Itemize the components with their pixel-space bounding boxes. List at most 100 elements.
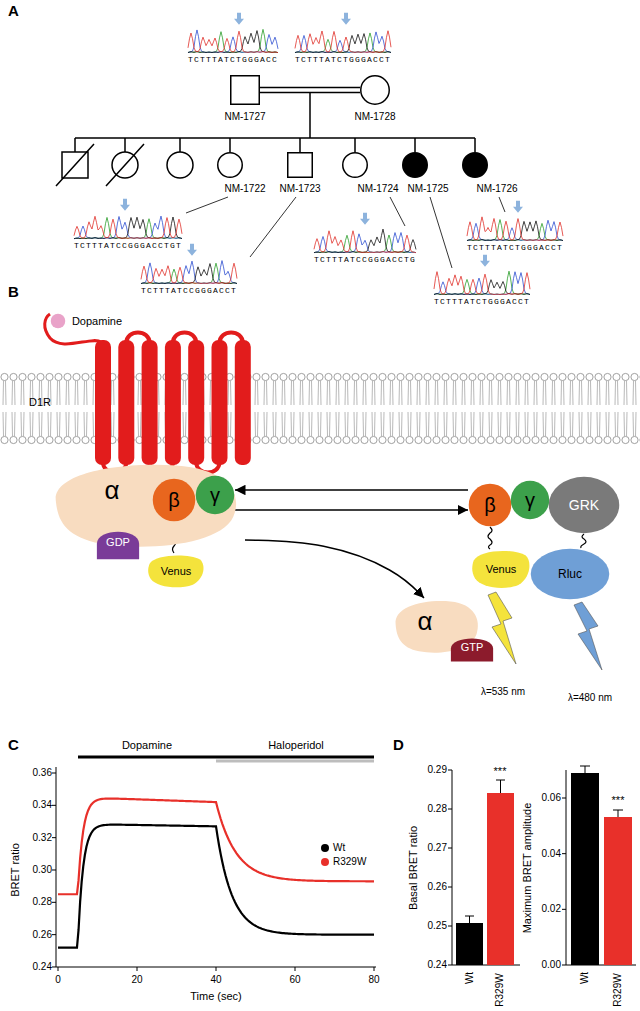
bret-trace-part bbox=[58, 799, 374, 895]
pedigree-lines bbox=[75, 93, 475, 153]
pedigree-unlabelled bbox=[56, 144, 193, 186]
axis-tick: 40 bbox=[210, 975, 221, 986]
receptor-d1r-shape-part-part bbox=[95, 340, 111, 465]
node-text: NM-1724 bbox=[357, 184, 398, 194]
axis-title: Maximum BRET amplitude bbox=[522, 803, 534, 934]
bar bbox=[456, 773, 632, 965]
receptor-d1r-shape-part-part bbox=[188, 340, 204, 465]
node-text: γ bbox=[525, 490, 535, 510]
error-bar-part bbox=[465, 916, 474, 923]
chromatogram-part bbox=[188, 31, 278, 52]
node-text: β bbox=[484, 495, 496, 515]
axis-tick: 0.26 bbox=[428, 882, 447, 893]
axis-tick: 0.28 bbox=[428, 804, 447, 815]
emission-bolt-part bbox=[574, 602, 602, 670]
pedigree-male-shape-part bbox=[231, 76, 260, 105]
axis-tick-mark-part bbox=[52, 805, 56, 806]
chromatogram-part bbox=[467, 220, 563, 241]
node-text: NM-1727 bbox=[224, 112, 265, 122]
chromatogram-part bbox=[314, 235, 416, 253]
pedigree-affected-female: NM-1726 bbox=[462, 152, 488, 178]
receptor-d1r: D1R bbox=[92, 335, 257, 470]
axis-tick-mark-part bbox=[295, 967, 296, 971]
pedigree-affected-female-shape bbox=[462, 152, 488, 178]
axis-tick: 0.32 bbox=[33, 832, 52, 843]
pedigree-female: NM-1724 bbox=[342, 152, 368, 178]
significance-mark: *** bbox=[494, 766, 507, 778]
bar-part bbox=[604, 817, 632, 965]
axis-tick-mark-part bbox=[448, 770, 452, 771]
panel-letter: A bbox=[8, 3, 19, 19]
leader-line-part bbox=[186, 197, 505, 268]
receptor-d1r-shape-part-part bbox=[118, 340, 134, 465]
chart-axes-part bbox=[56, 767, 376, 967]
connector bbox=[235, 509, 468, 511]
category-label: Wt bbox=[580, 972, 591, 984]
node-text: D1R bbox=[29, 397, 51, 408]
axis-tick: 20 bbox=[131, 975, 142, 986]
category-label: Wt bbox=[465, 972, 476, 984]
axis-tick-mark-part bbox=[52, 934, 56, 935]
chromatogram-part bbox=[141, 261, 237, 284]
category-label: R329W bbox=[495, 973, 506, 1006]
venus-tag-shape-part bbox=[148, 556, 203, 588]
venus-tag-shape-part bbox=[472, 551, 529, 588]
node-text: Dopamine bbox=[72, 316, 122, 327]
panel-letter: D bbox=[393, 737, 404, 753]
mutation-arrow bbox=[120, 199, 130, 211]
axis-tick: 0.36 bbox=[33, 768, 52, 779]
error-bar-part bbox=[613, 810, 623, 817]
legend-text: Wt bbox=[333, 843, 345, 854]
axis-tick-mark bbox=[52, 770, 566, 971]
node-text: GRK bbox=[569, 498, 599, 512]
tether-part bbox=[488, 527, 492, 549]
node-text: NM-1726 bbox=[476, 184, 517, 194]
node-text: β bbox=[168, 490, 180, 510]
sequence-text: TCTTTATCTGGGACCT bbox=[295, 56, 391, 64]
axis-tick: 0.34 bbox=[33, 800, 52, 811]
treatment-bar-part bbox=[78, 756, 216, 759]
chromatogram-part bbox=[295, 31, 391, 53]
gtp-molecule-shape-part bbox=[451, 638, 493, 661]
wavelength-label: λ=480 nm bbox=[568, 693, 612, 704]
axis-tick-mark-part bbox=[52, 869, 56, 870]
chromatogram-part bbox=[141, 264, 237, 284]
dopamine-ligand: Dopamine bbox=[50, 313, 66, 329]
tether bbox=[172, 522, 586, 553]
pedigree-affected-female-shape-part bbox=[403, 153, 428, 178]
axis-tick: 0.24 bbox=[33, 962, 52, 973]
axis-tick: 0.24 bbox=[428, 960, 447, 971]
axis-title: Basal BRET ratio bbox=[408, 826, 420, 910]
rluc-tag: Rluc bbox=[530, 548, 610, 600]
node-text: Rluc bbox=[558, 568, 582, 580]
dopamine-ligand-shape-part bbox=[51, 314, 66, 329]
grk-protein: GRK bbox=[548, 476, 620, 534]
emission-bolt bbox=[488, 592, 602, 670]
g-beta-subunit-shape-part bbox=[153, 479, 196, 522]
axis-tick-mark-part bbox=[562, 965, 566, 966]
bar-part bbox=[571, 773, 599, 965]
sequence-text: TCTTTATCTGGGACC bbox=[188, 56, 278, 64]
receptor-d1r-shape-part-part bbox=[165, 340, 181, 465]
bar-part bbox=[487, 793, 514, 965]
receptor-d1r-shape-part-part bbox=[212, 340, 228, 465]
legend-swatch bbox=[321, 844, 329, 852]
connector bbox=[245, 540, 424, 598]
node-text: Venus bbox=[486, 564, 517, 575]
receptor-d1r-shape bbox=[92, 335, 257, 470]
venus-tag: Venus bbox=[470, 548, 532, 590]
legend-text: R329W bbox=[333, 857, 366, 868]
pedigree-male-shape bbox=[230, 75, 260, 105]
axis-tick-mark-part bbox=[52, 837, 56, 838]
pedigree-affected-female: NM-1725 bbox=[402, 152, 428, 178]
sequence-text: TCTTTATCTGGGACCT bbox=[467, 244, 563, 252]
pedigree-lines-part bbox=[75, 93, 475, 153]
axis-tick-mark-part bbox=[562, 909, 566, 910]
significance-mark: *** bbox=[612, 795, 625, 807]
error-bar bbox=[465, 766, 623, 923]
mutation-arrow bbox=[234, 13, 244, 25]
axis-tick: 0 bbox=[55, 975, 61, 986]
node-text: NM-1723 bbox=[279, 184, 320, 194]
chromatogram-part bbox=[434, 272, 530, 295]
